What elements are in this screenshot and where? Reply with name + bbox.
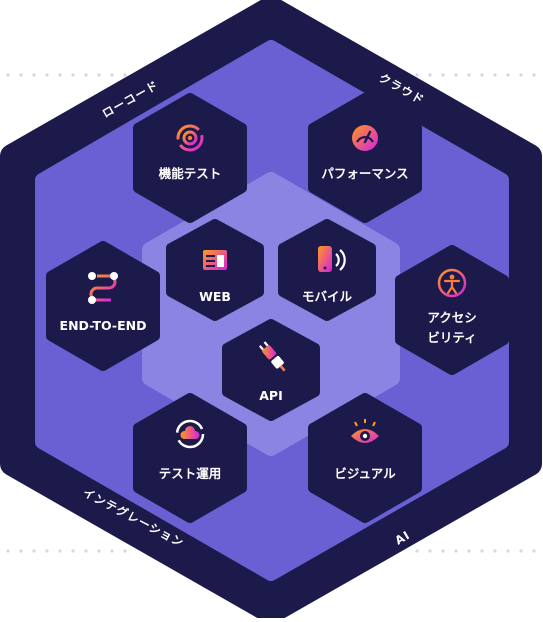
tile-label: END-TO-END xyxy=(60,318,147,333)
plug-icon xyxy=(258,341,286,372)
guide-dot xyxy=(97,73,101,77)
tile-mobile: モバイル xyxy=(278,219,376,321)
guide-dot xyxy=(19,549,23,553)
tile-functional-test: 機能テスト xyxy=(133,93,247,223)
tile-visual: ビジュアル xyxy=(308,393,422,523)
web-layout-icon xyxy=(203,250,227,270)
tile-api: API xyxy=(222,319,320,421)
tile-label: アクセシ xyxy=(427,310,476,325)
gear-cycle-icon xyxy=(176,124,204,152)
dotted-guides xyxy=(6,73,536,553)
guide-dot xyxy=(84,549,88,553)
guide-dot xyxy=(58,549,62,553)
guide-dot xyxy=(123,549,127,553)
tile-label: ビジュアル xyxy=(334,466,396,481)
guide-dot xyxy=(45,549,49,553)
guide-dot xyxy=(71,73,75,77)
guide-dot xyxy=(480,549,484,553)
tile-performance: パフォーマンス xyxy=(308,93,422,223)
guide-dot xyxy=(71,549,75,553)
flow-path-icon xyxy=(88,272,118,304)
guide-dot xyxy=(493,549,497,553)
guide-dot xyxy=(6,549,10,553)
guide-dot xyxy=(506,73,510,77)
mobile-phone-icon xyxy=(318,246,346,272)
guide-dot xyxy=(84,73,88,77)
guide-dot xyxy=(454,73,458,77)
guide-dot xyxy=(6,73,10,77)
guide-dot xyxy=(467,549,471,553)
guide-dot xyxy=(493,73,497,77)
ring-label-ai: AI xyxy=(392,528,412,548)
guide-dot xyxy=(428,549,432,553)
tile-label: パフォーマンス xyxy=(321,166,408,181)
tile-label: モバイル xyxy=(302,289,353,304)
guide-dot xyxy=(58,73,62,77)
accessibility-icon xyxy=(437,268,467,298)
guide-dot xyxy=(441,73,445,77)
guide-dot xyxy=(415,73,419,77)
guide-dot xyxy=(519,73,523,77)
guide-dot xyxy=(110,549,114,553)
tile-accessibility: アクセシ ビリティ xyxy=(395,245,509,375)
cloud-sync-icon xyxy=(175,419,205,449)
guide-dot xyxy=(441,549,445,553)
tile-web: WEB xyxy=(166,219,264,321)
tile-test-operations: テスト運用 xyxy=(133,393,247,523)
eye-icon xyxy=(351,419,379,443)
guide-dot xyxy=(97,549,101,553)
guide-dot xyxy=(532,549,536,553)
guide-dot xyxy=(415,549,419,553)
guide-dot xyxy=(19,73,23,77)
guide-dot xyxy=(467,73,471,77)
tile-label: WEB xyxy=(199,289,231,304)
guide-dot xyxy=(532,73,536,77)
guide-dot xyxy=(123,73,127,77)
guide-dot xyxy=(519,549,523,553)
guide-dot xyxy=(506,549,510,553)
guide-dot xyxy=(32,73,36,77)
tile-label: API xyxy=(259,388,283,403)
tile-end-to-end: END-TO-END xyxy=(46,241,160,371)
guide-dot xyxy=(45,73,49,77)
guide-dot xyxy=(480,73,484,77)
speedometer-icon xyxy=(352,125,378,151)
tile-label: テスト運用 xyxy=(159,466,222,481)
guide-dot xyxy=(428,73,432,77)
tile-label: 機能テスト xyxy=(159,166,222,181)
tile-label-line2: ビリティ xyxy=(427,330,476,345)
guide-dot xyxy=(110,73,114,77)
guide-dot xyxy=(32,549,36,553)
guide-dot xyxy=(454,549,458,553)
